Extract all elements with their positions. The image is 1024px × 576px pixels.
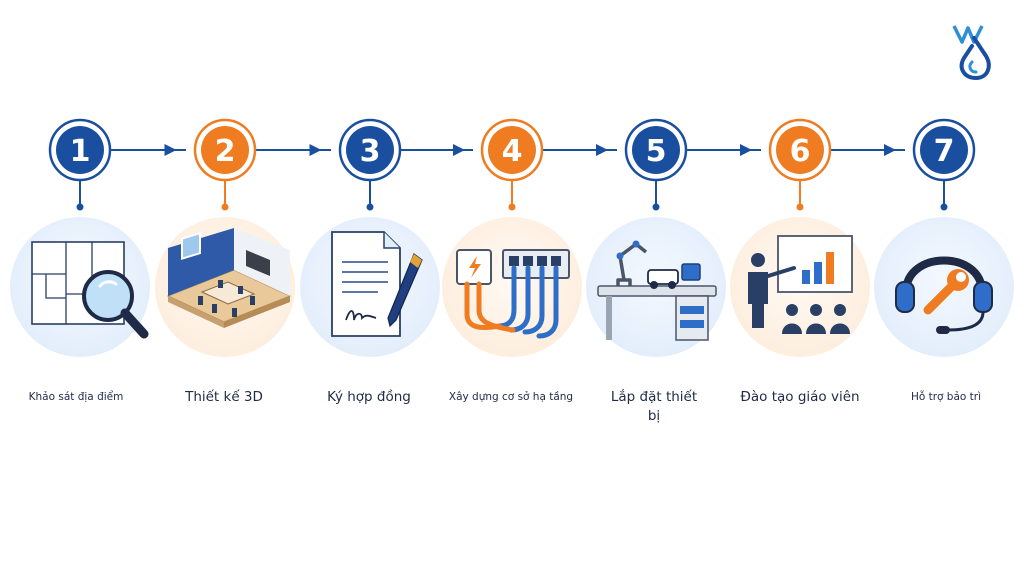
headset-wrench-icon bbox=[895, 256, 993, 334]
step-label-5: Lắp đặt thiết bị bbox=[610, 389, 698, 424]
step-label-6: Đào tạo giáo viên bbox=[740, 389, 860, 405]
step-number-circle bbox=[201, 126, 249, 174]
step-number: 3 bbox=[360, 134, 381, 169]
step-stem-dot bbox=[652, 203, 660, 211]
contract-pen-icon bbox=[331, 231, 423, 337]
connector-arrow bbox=[309, 144, 322, 156]
step-label-4: Xây dựng cơ sở hạ tầng bbox=[448, 391, 574, 403]
connector-arrow bbox=[164, 144, 177, 156]
connector-arrow bbox=[884, 144, 896, 156]
connector-arrow bbox=[453, 144, 465, 156]
network-switch-cables-icon bbox=[456, 249, 570, 339]
step-label-3: Ký hợp đồng bbox=[327, 389, 411, 405]
step-number: 7 bbox=[934, 134, 955, 169]
step-number: 6 bbox=[790, 134, 811, 169]
step-number: 5 bbox=[646, 134, 667, 169]
company-logo-mark bbox=[952, 25, 991, 81]
step-stem-dot bbox=[940, 203, 948, 211]
step-number: 2 bbox=[215, 134, 236, 169]
step-number-circle bbox=[776, 126, 824, 174]
step-label-7: Hỗ trợ bảo trì bbox=[910, 391, 982, 403]
step-stem-dot bbox=[508, 203, 516, 211]
connector-arrow bbox=[596, 144, 608, 156]
step-stem-dot bbox=[796, 203, 804, 211]
step-stem-dot bbox=[221, 203, 229, 211]
step-stem-dot bbox=[76, 203, 84, 211]
connector-arrow bbox=[740, 144, 752, 156]
blueprint-magnifier-icon bbox=[31, 241, 149, 339]
step-stem-dot bbox=[366, 203, 374, 211]
step-number-circle bbox=[346, 126, 394, 174]
room-3d-design-icon bbox=[166, 228, 292, 328]
step-number-circle bbox=[632, 126, 680, 174]
step-number-circle bbox=[56, 126, 104, 174]
robotics-lab-desk-icon bbox=[597, 240, 717, 341]
step-number: 1 bbox=[70, 134, 91, 169]
step-number-circle bbox=[488, 126, 536, 174]
step-number-circle bbox=[920, 126, 968, 174]
step-number: 4 bbox=[502, 134, 523, 169]
step-label-2: Thiết kế 3D bbox=[185, 389, 263, 405]
step-label-1: Khảo sát địa điểm bbox=[28, 391, 124, 403]
teacher-presentation-icon bbox=[748, 235, 853, 334]
